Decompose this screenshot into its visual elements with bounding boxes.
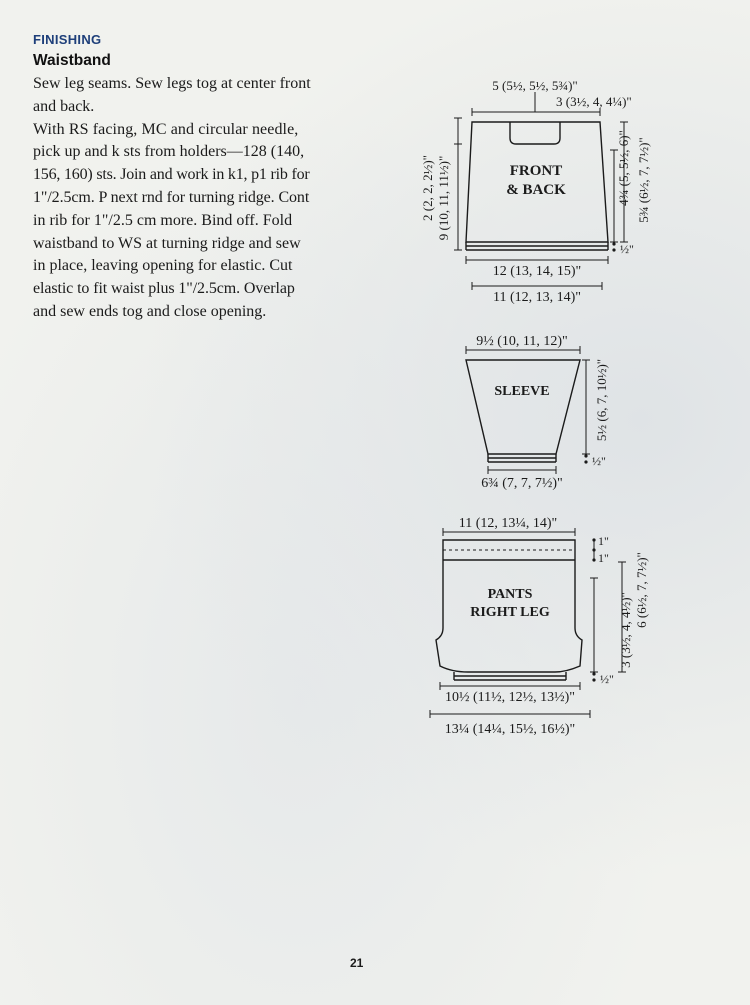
dimension-dot xyxy=(592,672,596,676)
instruction-line: 156, 160) sts. Join and work in k1, p1 r… xyxy=(33,166,310,184)
dimension-dot xyxy=(584,460,588,464)
page-number: 21 xyxy=(350,956,364,970)
front-back-schematic: FRONT & BACK 5 (5½, 5½, 5¾)" 3 (3½, 4, 4… xyxy=(420,78,651,305)
neck-depth-label: 2 (2, 2, 2½)" xyxy=(420,155,435,221)
instruction-line: in place, leaving opening for elastic. C… xyxy=(33,257,293,275)
pants-hip-width-label: 13¼ (14¼, 15½, 16½)" xyxy=(445,722,576,737)
instruction-line: With RS facing, MC and circular needle, xyxy=(33,120,299,138)
sleeve-schematic: 9½ (10, 11, 12)" SLEEVE 5½ (6, 7, 10½)" … xyxy=(465,334,609,491)
pants-label: PANTS xyxy=(488,587,533,602)
dimension-dot xyxy=(592,678,596,682)
instruction-line: 1"/2.5cm. P next rnd for turning ridge. … xyxy=(33,188,310,206)
instructions-paragraph: Sew leg seams. Sew legs tog at center fr… xyxy=(33,73,345,324)
lower-width-label: 11 (12, 13, 14)" xyxy=(493,290,581,305)
instruction-line: and sew ends tog and close opening. xyxy=(33,302,267,320)
instruction-line: Sew leg seams. Sew legs tog at center fr… xyxy=(33,75,311,92)
pants-cuff-width-label: 10½ (11½, 12½, 13½)" xyxy=(445,690,575,705)
sleeve-label: SLEEVE xyxy=(494,384,549,399)
rib-label: ½" xyxy=(620,242,634,256)
instruction-line: elastic to fit waist plus 1"/2.5cm. Over… xyxy=(33,280,295,298)
pants-top-width-label: 11 (12, 13¼, 14)" xyxy=(459,516,558,531)
subheading: Waistband xyxy=(33,52,111,69)
inseam-label: 3 (3½, 4, 4½)" xyxy=(618,592,633,668)
sleeve-cuff-width-label: 6¾ (7, 7, 7½)" xyxy=(481,476,563,491)
total-length-label: 9 (10, 11, 11½)" xyxy=(436,156,451,241)
dimension-dot xyxy=(592,548,596,552)
top-width-label: 5 (5½, 5½, 5¾)" xyxy=(492,78,577,93)
pants-length-label: 6 (6½, 7, 7½)" xyxy=(634,552,649,628)
pants-schematic: 11 (12, 13¼, 14)" PANTS RIGHT LEG 1" 1" … xyxy=(429,516,649,737)
chest-width-label: 12 (13, 14, 15)" xyxy=(493,264,582,279)
dimension-dot xyxy=(612,248,616,252)
instruction-line: waistband to WS at turning ridge and sew xyxy=(33,234,301,252)
pants-rib-label: ½" xyxy=(600,672,614,686)
neck-width-label: 3 (3½, 4, 4¼)" xyxy=(556,94,632,109)
instruction-line: in rib for 1"/2.5 cm more. Bind off. Fol… xyxy=(33,211,293,229)
instruction-line: and back. xyxy=(33,97,95,115)
section-heading: FINISHING xyxy=(33,32,102,47)
sleeve-outline xyxy=(465,359,581,455)
waist-1-label: 1" xyxy=(598,534,609,548)
dimension-dot xyxy=(612,242,616,246)
pants-outline xyxy=(435,539,583,673)
neck-opening xyxy=(509,122,561,145)
sleeve-top-width-label: 9½ (10, 11, 12)" xyxy=(476,334,568,349)
sleeve-rib-label: ½" xyxy=(592,454,606,468)
pants-label: RIGHT LEG xyxy=(470,605,550,620)
instruction-line: pick up and k sts from holders—128 (140, xyxy=(33,143,305,161)
dimension-dot xyxy=(592,538,596,542)
dimension-dot xyxy=(592,558,596,562)
sleeve-length-label: 5½ (6, 7, 10½)" xyxy=(594,359,609,441)
armhole-depth-label: 4¾ (5, 5½, 6)" xyxy=(616,130,631,206)
front-back-label: & BACK xyxy=(506,182,566,198)
waist-2-label: 1" xyxy=(598,551,609,565)
side-length-label: 5¾ (6½, 7, 7½)" xyxy=(636,137,651,222)
dimension-dot xyxy=(584,454,588,458)
front-back-label: FRONT xyxy=(510,163,563,179)
